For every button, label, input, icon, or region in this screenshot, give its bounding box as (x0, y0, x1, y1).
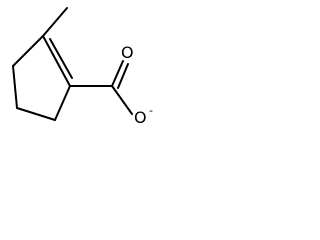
bond-carbonyl-double-inner (117, 63, 129, 89)
bond-ring-double-inner (49, 38, 73, 79)
oxygen-atom-top: O (121, 43, 134, 62)
bond-carboxyl-o-minus (111, 85, 133, 115)
bond-carbonyl-double-outer (111, 60, 124, 87)
bond-ring-c4-c5 (12, 65, 18, 109)
bond-ring-c3-c4 (16, 107, 56, 121)
oxygen-atom-bottom: O (134, 108, 147, 127)
bond-methyl (42, 7, 68, 37)
bond-ring-c2-c3 (54, 85, 71, 121)
bond-ring-c1-c2 (42, 35, 71, 87)
bond-ring-c5-c1 (12, 35, 44, 67)
cyclopentene-carboxylate-structure (12, 7, 133, 121)
negative-charge: - (149, 104, 153, 117)
